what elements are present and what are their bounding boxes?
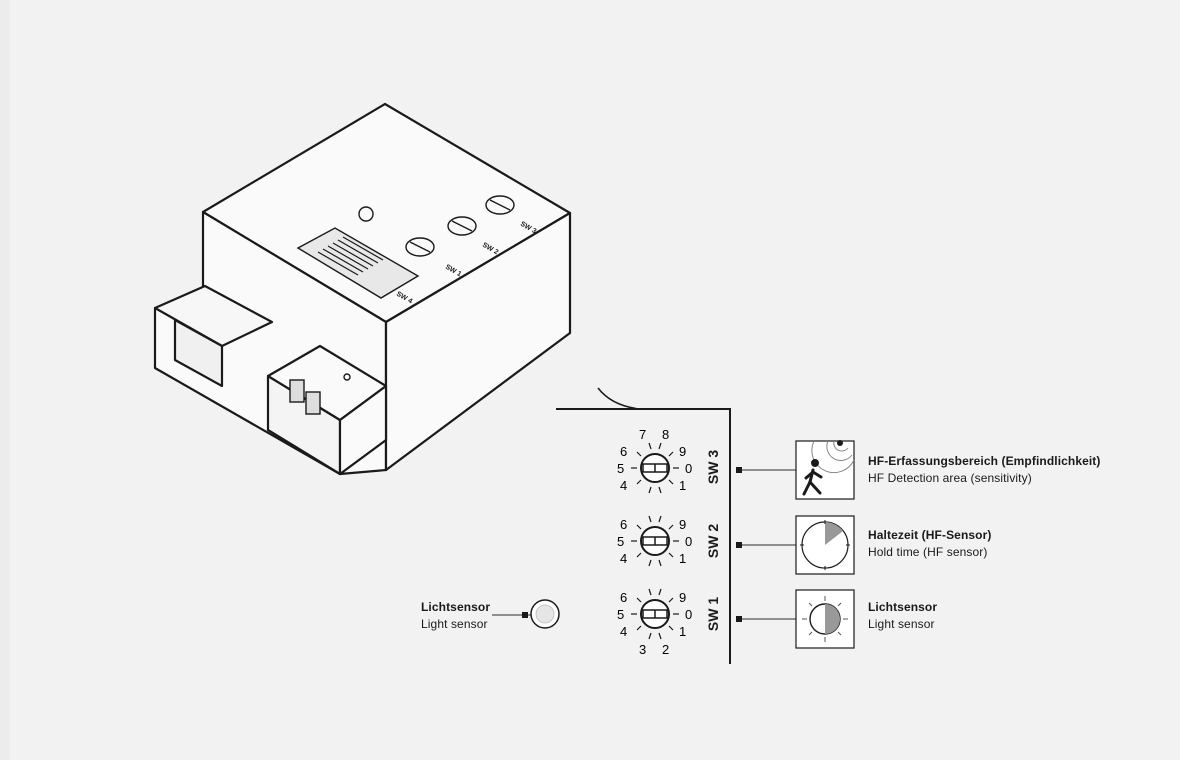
dial-sw1-num-5: 5 (617, 607, 624, 622)
mini-dial-sw2 (447, 216, 477, 236)
dial-sw1-num-6: 6 (620, 590, 627, 605)
dial-sw2-num-1: 1 (679, 551, 686, 566)
dial-sw3-num-9: 9 (679, 444, 686, 459)
dial-sw3-num-7: 7 (639, 427, 646, 442)
sw3-label: SW 3 (705, 449, 721, 485)
dial-sw3-num-5: 5 (617, 461, 624, 476)
sw1-label: SW 1 (705, 596, 721, 632)
sw3-description-de: HF-Erfassungsbereich (Empfindlichkeit) (868, 454, 1101, 468)
top-led (358, 206, 374, 222)
dial-sw1-num-2: 2 (662, 642, 669, 657)
sw1-description: Lichtsensor Light sensor (868, 599, 937, 633)
sw2-label: SW 2 (705, 523, 721, 559)
dial-sw2-num-5: 5 (617, 534, 624, 549)
sw2-description: Haltezeit (HF-Sensor) Hold time (HF sens… (868, 527, 991, 561)
leader-dot-light-sensor (522, 612, 528, 618)
leader-dot-sw2 (736, 542, 742, 548)
light-sensor-icon (530, 599, 560, 629)
dial-sw1: 9 0 1 2 3 4 5 6 (617, 588, 692, 657)
sw3-description-en: HF Detection area (sensitivity) (868, 471, 1032, 485)
light-sensor-description: Lichtsensor Light sensor (421, 599, 490, 633)
light-sensor-en: Light sensor (421, 617, 488, 631)
mini-dial-sw1 (405, 237, 435, 257)
dial-sw2-num-9: 9 (679, 517, 686, 532)
dial-sw2-num-6: 6 (620, 517, 627, 532)
dial-sw3-num-0: 0 (685, 461, 692, 476)
dial-sw2: 9 0 1 4 5 6 (617, 515, 692, 567)
dial-sw1-num-1: 1 (679, 624, 686, 639)
clock-icon (795, 515, 855, 575)
dial-sw1-num-3: 3 (639, 642, 646, 657)
mini-dial-sw3 (485, 195, 515, 215)
dip-switches (317, 236, 384, 276)
terminal-screw-2 (305, 391, 321, 415)
sw3-description: HF-Erfassungsbereich (Empfindlichkeit) H… (868, 453, 1101, 487)
terminal-screw-1 (289, 379, 305, 403)
dial-sw3-num-8: 8 (662, 427, 669, 442)
callout-curve (597, 387, 641, 410)
sw1-description-de: Lichtsensor (868, 600, 938, 614)
dial-sw2-num-0: 0 (685, 534, 692, 549)
dial-sw3-num-4: 4 (620, 478, 627, 493)
leader-dot-sw1 (736, 616, 742, 622)
callout-frame (556, 408, 731, 664)
walking-person-icon (795, 440, 855, 500)
dial-sw1-num-4: 4 (620, 624, 627, 639)
dial-sw3-num-6: 6 (620, 444, 627, 459)
leader-dot-sw3 (736, 467, 742, 473)
terminal-block-side (338, 384, 388, 476)
sw2-description-de: Haltezeit (HF-Sensor) (868, 528, 992, 542)
dial-sw1-num-9: 9 (679, 590, 686, 605)
left-edge (0, 0, 10, 760)
sun-icon (795, 589, 855, 649)
dial-sw1-num-0: 0 (685, 607, 692, 622)
terminal-dot (343, 373, 351, 381)
sw1-description-en: Light sensor (868, 617, 935, 631)
dial-sw2-num-4: 4 (620, 551, 627, 566)
dial-sw3-num-1: 1 (679, 478, 686, 493)
dial-sw3: 7 8 9 0 1 4 5 6 (617, 427, 692, 494)
light-sensor-de: Lichtsensor (421, 600, 491, 614)
device-right-face (384, 211, 572, 472)
sw2-description-en: Hold time (HF sensor) (868, 545, 988, 559)
connector-left-front (173, 318, 224, 388)
